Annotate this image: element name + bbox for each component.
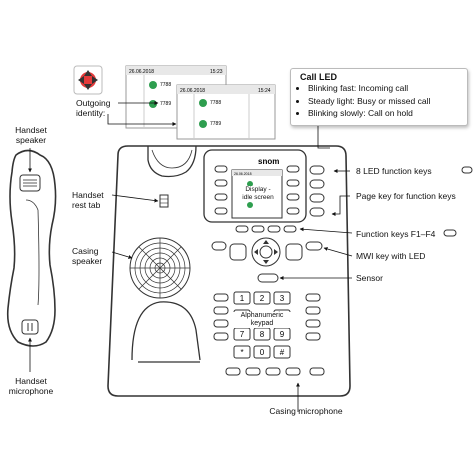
sensor: [257, 273, 279, 283]
display-date: 26.06.2018: [234, 172, 252, 176]
keypad-key[interactable]: [233, 291, 251, 305]
callout-lines: [111, 122, 353, 412]
label-led-function-keys: 8 LED function keys: [356, 166, 432, 176]
keypad-key[interactable]: [253, 345, 271, 359]
call-led-list: Blinking fast: Incoming call Steady ligh…: [288, 82, 475, 120]
identity-icon: [73, 65, 103, 95]
phone-body: 26.06.2018 snom: [107, 145, 351, 397]
label-handset-microphone: Handset microphone: [8, 376, 54, 396]
keypad-key[interactable]: [253, 327, 271, 341]
call-led-box: [290, 68, 468, 126]
screen-2: 26.06.2018 15:24 7788 7789: [176, 84, 276, 140]
keypad-key-label: 9: [280, 330, 285, 339]
label-handset-speaker: Handset speaker: [15, 125, 47, 145]
call-led-item: Blinking fast: Incoming call: [308, 82, 475, 95]
led-function-keys[interactable]: [214, 165, 300, 215]
handset: [6, 149, 57, 347]
label-function-keys: Function keys F1–F4: [356, 229, 436, 239]
screen1-time: 15:23: [210, 69, 223, 75]
label-handset-rest-tab: Handset rest tab: [72, 190, 104, 210]
keypad-key-label: 0: [260, 348, 265, 357]
label-casing-speaker: Casing speaker: [72, 246, 103, 266]
function-keys-f1-f4[interactable]: [235, 225, 297, 233]
label-display-idle: Display - idle screen: [240, 186, 276, 201]
outgoing-identity-screens: 26.06.2018 15:23 7788 7789 26.06.2018 15…: [73, 65, 276, 140]
keypad-key[interactable]: [253, 291, 271, 305]
call-led-item: Steady light: Busy or missed call: [308, 95, 475, 108]
screen1-ext1: 7788: [160, 82, 171, 88]
brand-logo: snom: [258, 157, 279, 166]
screen2-time: 15:24: [258, 88, 271, 94]
keypad-key[interactable]: [273, 291, 291, 305]
keypad-key-label: 2: [260, 294, 265, 303]
call-led-item: Blinking slowly: Call on hold: [308, 107, 475, 120]
handset-speaker-grille: [23, 179, 37, 187]
label-alphanumeric-keypad: Alphanumeric keypad: [233, 312, 291, 328]
keypad-key-label: #: [280, 348, 285, 357]
label-mwi-key: MWI key with LED: [356, 251, 426, 261]
label-sensor: Sensor: [356, 273, 383, 283]
keypad-key[interactable]: [233, 327, 251, 341]
screen1-ext2: 7789: [160, 101, 171, 107]
screen1-date: 26.06.2018: [129, 69, 154, 75]
keypad-key-label: 7: [240, 330, 245, 339]
keypad-key-label: 3: [280, 294, 285, 303]
label-outgoing-identity: Outgoing identity:: [76, 98, 111, 118]
label-casing-microphone: Casing microphone: [269, 406, 343, 416]
keypad-key[interactable]: [273, 327, 291, 341]
keypad-key[interactable]: [233, 345, 251, 359]
keypad-key-label: 8: [260, 330, 265, 339]
keypad-key-label: 1: [240, 294, 245, 303]
navigation-keys[interactable]: [211, 237, 323, 267]
call-led-title: Call LED: [300, 72, 338, 82]
keypad-key-label: *: [240, 348, 243, 357]
screen2-date: 26.06.2018: [180, 88, 205, 94]
label-page-key: Page key for function keys: [356, 191, 456, 201]
casing-speaker: [129, 237, 191, 299]
screen2-ext1: 7788: [210, 100, 221, 106]
keypad-key[interactable]: [273, 345, 291, 359]
screen2-ext2: 7789: [210, 121, 221, 127]
